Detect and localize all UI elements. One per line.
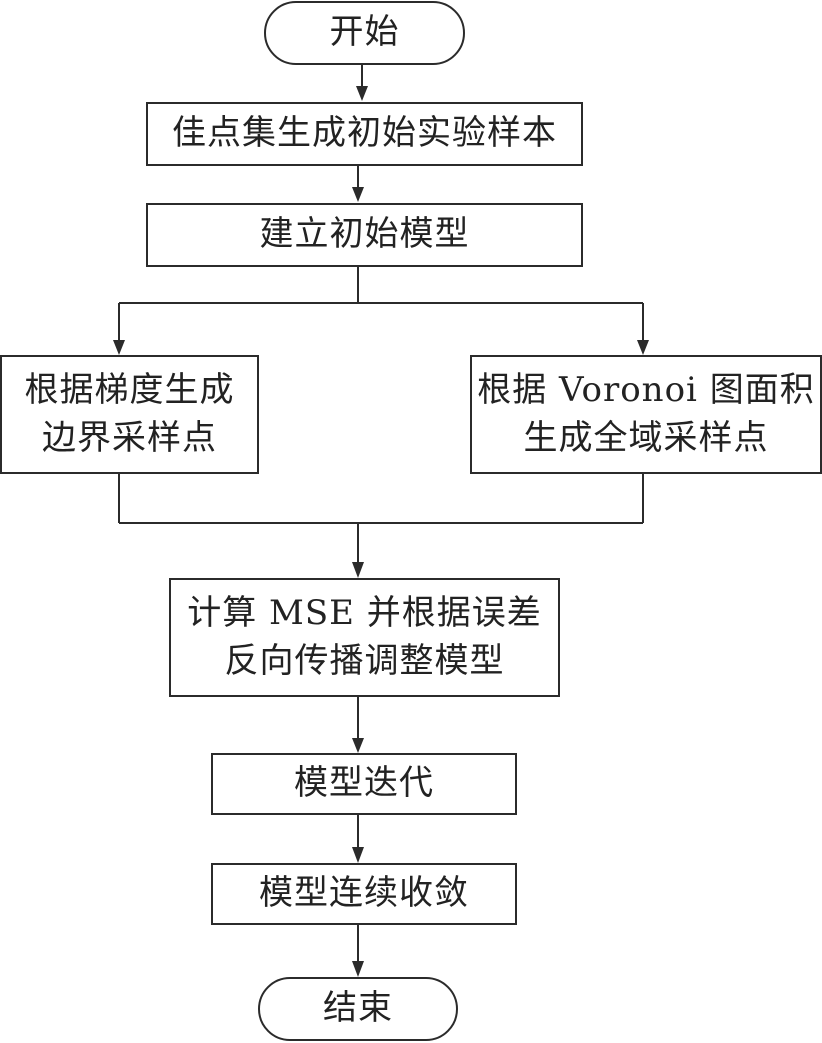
arrowhead-icon — [352, 738, 364, 753]
boundary-sampling-node: 根据梯度生成 边界采样点 — [0, 355, 259, 474]
init-model-label: 建立初始模型 — [259, 214, 470, 255]
init-model-node: 建立初始模型 — [146, 203, 583, 267]
arrowhead-icon — [352, 562, 364, 578]
mse-backprop-node: 计算 MSE 并根据误差 反向传播调整模型 — [169, 578, 560, 697]
global-sampling-line-1: 根据 Voronoi 图面积 — [477, 369, 815, 410]
converge-node: 模型连续收敛 — [211, 863, 517, 925]
arrowhead-icon — [637, 340, 649, 355]
arrowhead-icon — [352, 847, 364, 863]
arrowhead-icon — [113, 340, 125, 355]
global-sampling-line-2: 生成全域采样点 — [523, 417, 769, 458]
arrowhead-icon — [352, 961, 364, 977]
start-label: 开始 — [329, 12, 400, 53]
iterate-node: 模型迭代 — [211, 753, 517, 815]
arrowhead-icon — [356, 86, 368, 101]
converge-label: 模型连续收敛 — [259, 873, 469, 914]
start-node: 开始 — [264, 1, 465, 65]
init-samples-node: 佳点集生成初始实验样本 — [146, 102, 583, 166]
boundary-sampling-line-1: 根据梯度生成 — [24, 369, 235, 410]
arrowhead-icon — [352, 187, 364, 202]
boundary-sampling-line-2: 边界采样点 — [42, 417, 217, 458]
init-samples-label: 佳点集生成初始实验样本 — [172, 113, 557, 154]
mse-backprop-line-2: 反向传播调整模型 — [224, 640, 505, 681]
mse-backprop-line-1: 计算 MSE 并根据误差 — [187, 592, 542, 633]
iterate-label: 模型迭代 — [294, 763, 434, 804]
end-node: 结束 — [258, 977, 458, 1041]
end-label: 结束 — [323, 988, 393, 1029]
global-sampling-node: 根据 Voronoi 图面积 生成全域采样点 — [470, 355, 822, 474]
